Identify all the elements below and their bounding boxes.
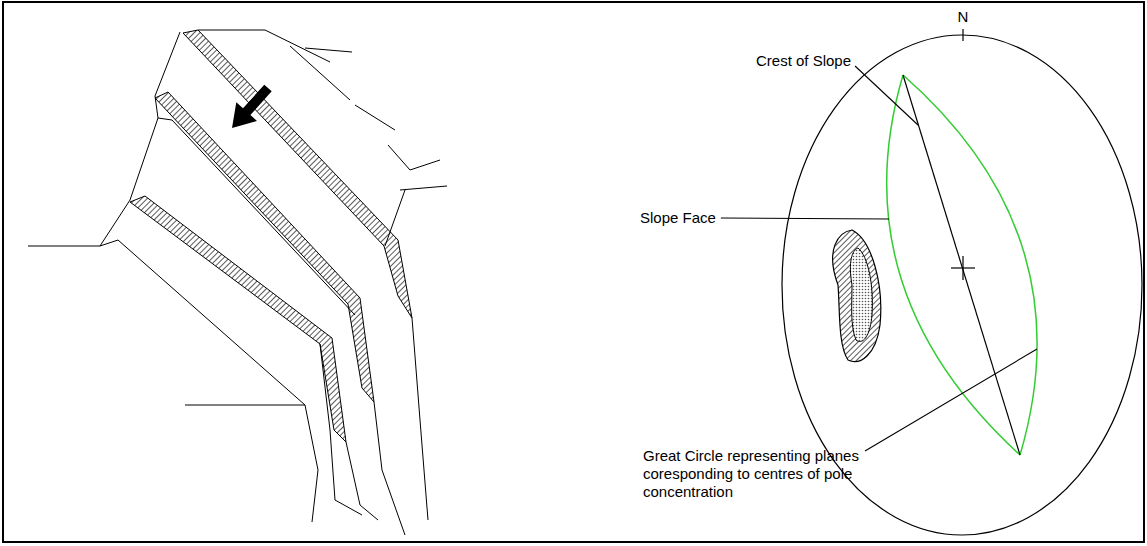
frame bbox=[3, 2, 1144, 542]
leader-line bbox=[865, 349, 1037, 451]
pole-contour-inner bbox=[850, 248, 872, 342]
callout-label: Crest of Slope bbox=[756, 52, 851, 70]
centre-cross bbox=[962, 256, 963, 280]
slope-illustration bbox=[28, 30, 447, 535]
north-label: N bbox=[958, 8, 969, 26]
dip-arrow bbox=[232, 85, 272, 128]
pole-contour-outer bbox=[833, 230, 881, 362]
leader-line bbox=[855, 66, 918, 125]
callout-label: Slope Face bbox=[640, 209, 716, 227]
great-circle bbox=[903, 75, 1037, 455]
crest-line bbox=[903, 75, 1020, 455]
callout-label: Great Circle representing planes corespo… bbox=[643, 447, 861, 501]
leader-line bbox=[721, 218, 889, 219]
north-tick bbox=[962, 29, 963, 41]
